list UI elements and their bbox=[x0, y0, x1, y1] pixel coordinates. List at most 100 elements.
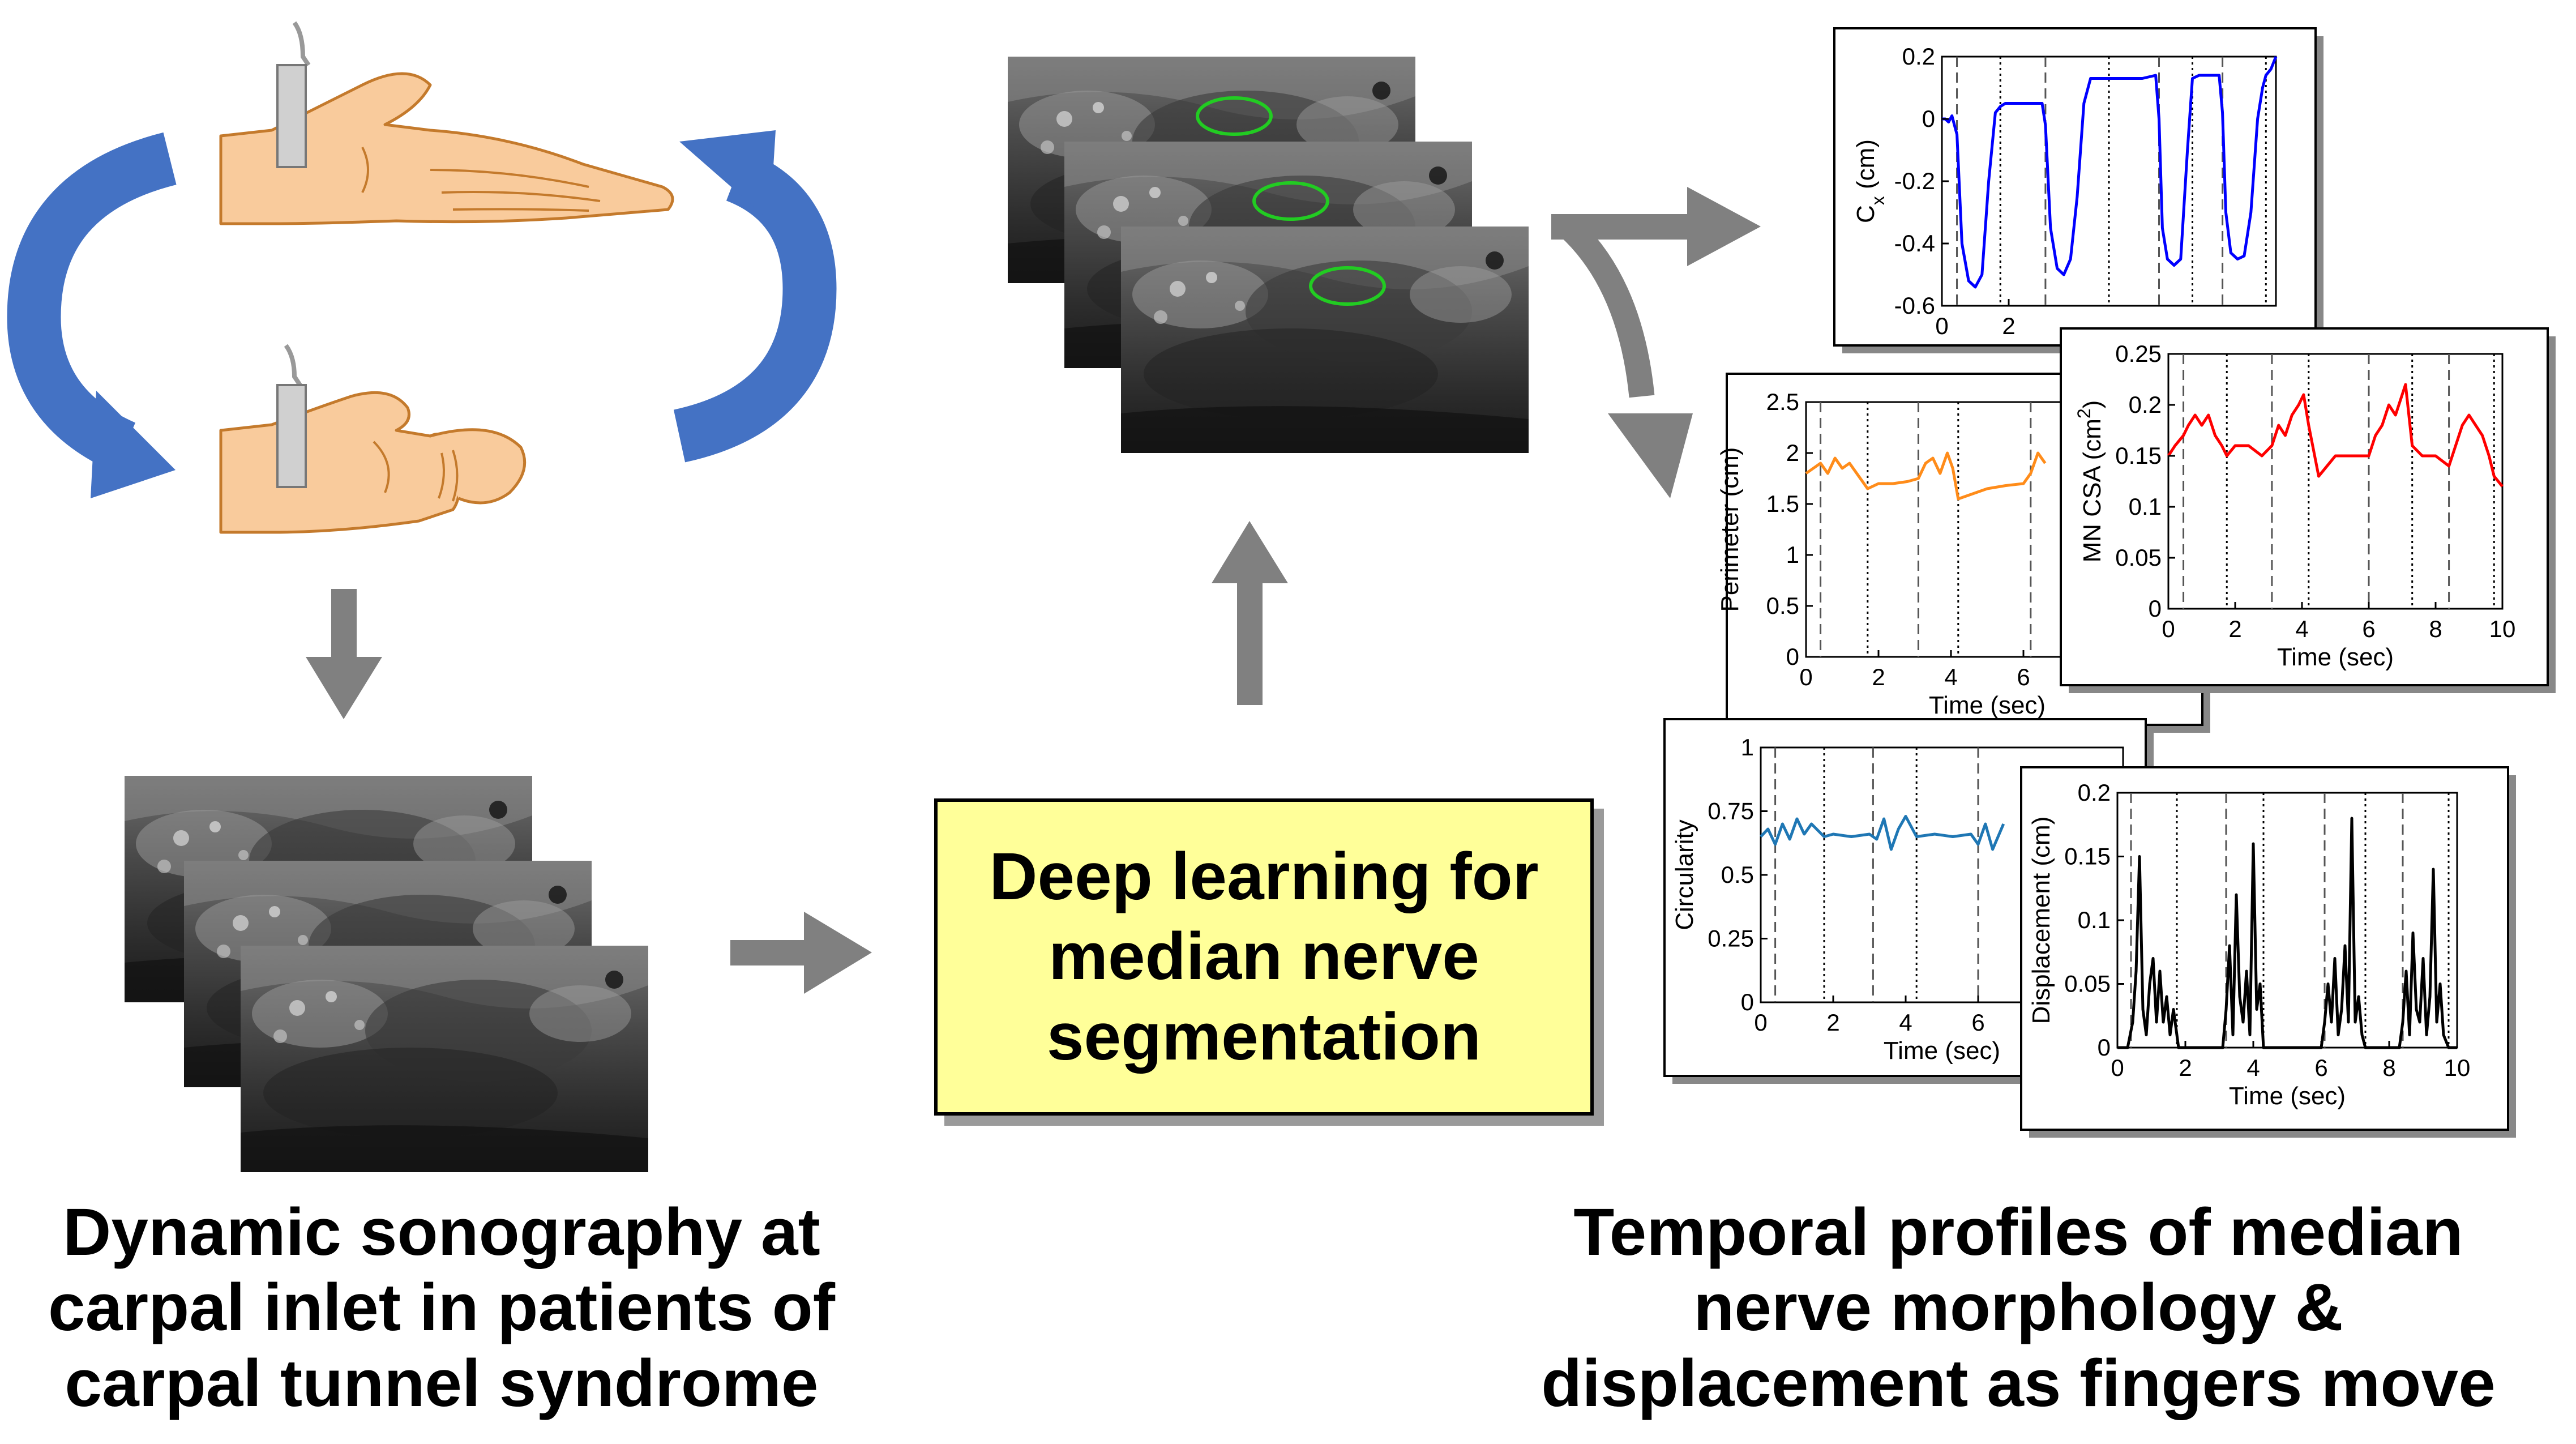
x-axis-label: Time (sec) bbox=[2229, 1082, 2346, 1110]
cycle-arrow-left bbox=[7, 132, 177, 498]
y-axis-label-superscript: 2 bbox=[2074, 408, 2094, 418]
x-tick-label: 2 bbox=[1872, 664, 1885, 690]
y-tick-label: 0.2 bbox=[1902, 43, 1935, 70]
caption-profiles: Temporal profiles of median nerve morpho… bbox=[1495, 1195, 2542, 1421]
x-tick-label: 0 bbox=[2111, 1054, 2124, 1081]
y-tick-label: 0 bbox=[2098, 1034, 2111, 1061]
x-tick-label: 8 bbox=[2382, 1054, 2395, 1081]
y-tick-label: 0.1 bbox=[2129, 493, 2162, 520]
y-tick-label: 1 bbox=[1786, 541, 1799, 568]
y-tick-label: 0.05 bbox=[2064, 971, 2111, 997]
series-line bbox=[1805, 451, 2047, 501]
y-tick-label: 0.15 bbox=[2064, 843, 2111, 870]
panel-frame bbox=[1833, 27, 2317, 347]
y-tick-label: -0.2 bbox=[1894, 168, 1935, 194]
x-tick-label: 0 bbox=[1799, 664, 1812, 690]
y-axis-label: Cx (cm) bbox=[1852, 139, 1888, 223]
x-tick-label: 10 bbox=[2444, 1054, 2471, 1081]
ultrasound-probe-bottom bbox=[276, 344, 307, 488]
caption-line: nerve morphology & bbox=[1693, 1270, 2343, 1345]
segmented-sonography-stack bbox=[1008, 57, 1529, 453]
x-tick-label: 0 bbox=[2162, 616, 2175, 642]
y-tick-label: 2.5 bbox=[1766, 388, 1799, 415]
arrow-to-profiles bbox=[1551, 187, 1761, 498]
caption-line: displacement as fingers move bbox=[1541, 1345, 2496, 1421]
y-tick-label: 0.25 bbox=[1708, 925, 1754, 952]
x-tick-label: 2 bbox=[2179, 1054, 2192, 1081]
x-tick-label: 6 bbox=[2017, 664, 2030, 690]
y-axis-label: MN CSA (cm2) bbox=[2074, 400, 2106, 563]
nerve-contour bbox=[1196, 96, 1273, 136]
y-axis-label: Perimeter (cm) bbox=[1716, 447, 1744, 612]
y-tick-label: 0.05 bbox=[2115, 544, 2162, 571]
series-line bbox=[2117, 817, 2457, 1049]
cycle-arrow-right bbox=[673, 130, 837, 463]
hand-fist-illustration bbox=[219, 391, 527, 534]
x-tick-label: 2 bbox=[2228, 616, 2241, 642]
y-tick-label: 1 bbox=[1741, 734, 1754, 761]
x-tick-label: 0 bbox=[1754, 1009, 1767, 1036]
x-axis-label: Time (sec) bbox=[1884, 1037, 2000, 1065]
x-axis-label: Time (sec) bbox=[2277, 643, 2394, 671]
x-tick-label: 4 bbox=[2246, 1054, 2260, 1081]
nerve-contour bbox=[1309, 266, 1386, 306]
panel-frame bbox=[2060, 327, 2549, 686]
chart-panel-cx: 0.20-0.2-0.4-0.602TCx (cm) bbox=[1833, 27, 2323, 368]
x-tick-label: 2 bbox=[2002, 313, 2015, 339]
caption-sonography: Dynamic sonography at carpal inlet in pa… bbox=[0, 1195, 883, 1421]
x-tick-label: 6 bbox=[2314, 1054, 2327, 1081]
y-tick-label: -0.6 bbox=[1894, 292, 1935, 319]
y-tick-label: 0 bbox=[1741, 989, 1754, 1015]
y-tick-label: 0.2 bbox=[2129, 391, 2162, 418]
arrow-right bbox=[730, 912, 872, 994]
caption-line: Temporal profiles of median bbox=[1573, 1195, 2463, 1270]
y-tick-label: -0.4 bbox=[1894, 230, 1935, 257]
y-tick-label: 0.1 bbox=[2078, 907, 2111, 933]
y-axis-label-end: ) bbox=[2078, 400, 2106, 409]
y-tick-label: 1.5 bbox=[1766, 490, 1799, 517]
arrow-up bbox=[1212, 521, 1288, 705]
sonography-stack-left bbox=[125, 776, 648, 1172]
x-tick-label: 0 bbox=[1935, 313, 1948, 339]
x-tick-label: 4 bbox=[1944, 664, 1957, 690]
ultrasound-probe-top bbox=[276, 21, 311, 168]
dl-box-line: median nerve bbox=[1049, 919, 1479, 994]
deep-learning-box: Deep learning for median nerve segmentat… bbox=[934, 798, 1594, 1116]
y-tick-label: 0.75 bbox=[1708, 798, 1754, 824]
caption-line: carpal inlet in patients of bbox=[48, 1270, 835, 1345]
panel-frame bbox=[2020, 766, 2509, 1131]
y-tick-label: 2 bbox=[1786, 439, 1799, 466]
nerve-contour bbox=[1252, 181, 1329, 221]
x-tick-label: 6 bbox=[1971, 1009, 1984, 1036]
y-tick-label: 0 bbox=[1922, 105, 1935, 132]
caption-line: carpal tunnel syndrome bbox=[65, 1345, 819, 1421]
x-tick-label: 4 bbox=[1899, 1009, 1912, 1036]
x-axis-label: Time (sec) bbox=[1929, 691, 2046, 719]
x-tick-label: 2 bbox=[1826, 1009, 1839, 1036]
dl-box-line: segmentation bbox=[1046, 999, 1482, 1074]
x-tick-label: 8 bbox=[2429, 616, 2442, 642]
series-line bbox=[1942, 56, 2278, 289]
series-line bbox=[1760, 815, 2005, 851]
y-axis-label-subscript: x bbox=[1868, 196, 1888, 205]
x-tick-label: 6 bbox=[2362, 616, 2375, 642]
arrow-down bbox=[306, 589, 382, 719]
caption-line: Dynamic sonography at bbox=[63, 1195, 820, 1270]
y-axis-label-unit: (cm) bbox=[1852, 139, 1880, 196]
dl-box-line: Deep learning for bbox=[989, 839, 1539, 914]
y-tick-label: 0.15 bbox=[2115, 442, 2162, 469]
y-tick-label: 0 bbox=[2149, 595, 2162, 622]
x-tick-label: 10 bbox=[2489, 616, 2516, 642]
hand-open-illustration bbox=[219, 72, 674, 225]
y-tick-label: 0.5 bbox=[1766, 592, 1799, 619]
y-tick-label: 0 bbox=[1786, 643, 1799, 670]
y-axis-label: Circularity bbox=[1671, 819, 1698, 930]
y-tick-label: 0.2 bbox=[2078, 779, 2111, 806]
x-tick-label: 4 bbox=[2295, 616, 2308, 642]
plot-axes bbox=[2167, 353, 2504, 610]
y-axis-label: Displacement (cm) bbox=[2027, 817, 2055, 1024]
series-line bbox=[2167, 383, 2504, 488]
y-tick-label: 0.5 bbox=[1721, 861, 1754, 888]
